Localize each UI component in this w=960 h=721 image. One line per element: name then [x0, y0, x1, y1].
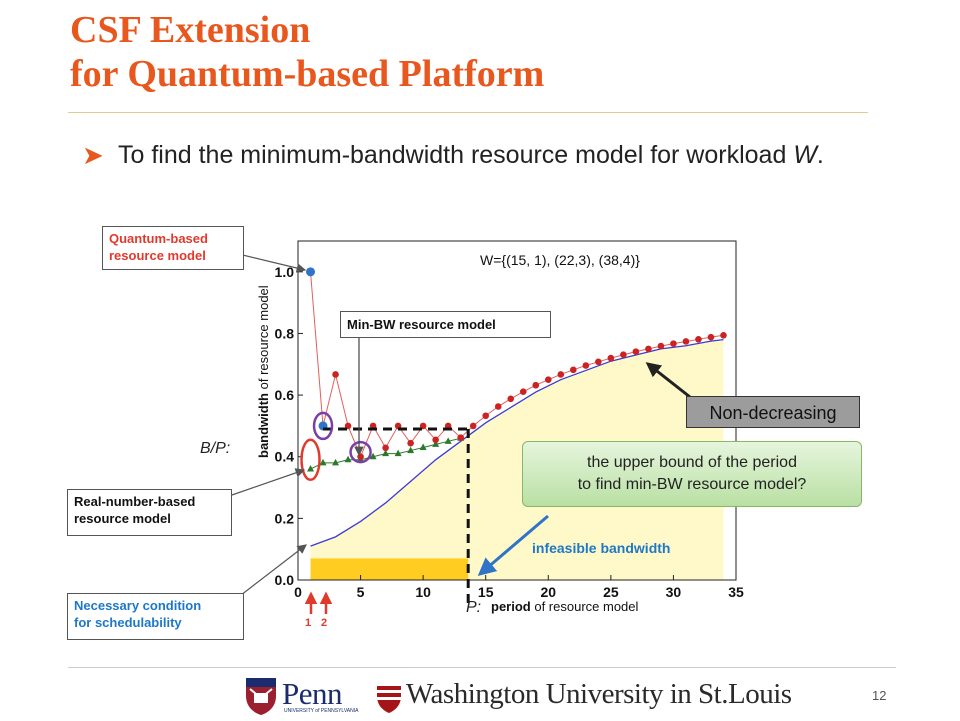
penn-logo: Penn UNIVERSITY of PENNSYLVANIA [244, 676, 364, 716]
quantum-point [519, 388, 527, 396]
slide-title-line1: CSF Extension [70, 9, 311, 51]
real-callout-arrow [231, 468, 306, 496]
x-tick-label: 5 [357, 584, 365, 600]
quantum-point [645, 345, 652, 353]
real-number-point [394, 449, 402, 457]
quantum-point [720, 332, 727, 339]
y-axis-label: bandwidth of resource model [256, 285, 271, 458]
y-tick-label: 1.0 [275, 264, 295, 280]
quantum-point [557, 371, 565, 378]
slide-title: CSF Extension for Quantum-based Platform [70, 8, 544, 96]
x-tick-label: 30 [666, 584, 682, 600]
quantum-line [310, 271, 724, 459]
quantum-point [670, 340, 677, 347]
real-number-point [332, 458, 340, 466]
x-tick-label: 0 [294, 584, 302, 600]
real-number-point [382, 449, 390, 457]
real-number-point [407, 446, 415, 454]
min-bw-callout: Min-BW resource model [340, 311, 551, 338]
quantum-point [469, 422, 477, 430]
quantum-point [657, 342, 665, 350]
y-tick-label: 0.6 [275, 387, 295, 403]
quantum-point [507, 395, 515, 403]
title-divider [68, 112, 868, 113]
penn-shield-icon [246, 678, 276, 715]
quantum-point [682, 338, 690, 345]
period-symbol-label: P: [466, 599, 482, 616]
quantum-point [707, 333, 715, 341]
quantum-point [632, 348, 640, 355]
real-start-highlight-ellipse [300, 438, 321, 482]
infeasible-bandwidth-label: infeasible bandwidth [532, 540, 671, 556]
upper-bound-arrow [477, 514, 549, 576]
quantum-point [582, 362, 590, 369]
real-number-point [344, 455, 352, 463]
min-bw-highlight-ellipse [349, 440, 372, 464]
page-number: 12 [872, 688, 887, 703]
quantum-period2-highlight-ellipse [312, 411, 334, 441]
real-number-point [369, 452, 377, 460]
quantum-point [332, 371, 339, 378]
quantum-point [570, 366, 577, 374]
necessary-condition-curve [310, 338, 724, 547]
non-decreasing-arrow [645, 362, 691, 399]
bullet-point: ➤ To find the minimum-bandwidth resource… [82, 138, 842, 172]
x-tick-label: 15 [478, 584, 494, 600]
quantum-point [382, 444, 389, 452]
y-tick-label: 0.0 [275, 572, 295, 588]
bullet-text: To find the minimum-bandwidth resource m… [118, 141, 824, 169]
real-number-point [432, 440, 440, 447]
necessary-callout-arrow [231, 544, 307, 603]
washu-shield-icon [377, 678, 401, 713]
tick-annotation-1: 1 [305, 617, 312, 629]
quantum-point [432, 436, 439, 444]
x-tick-label: 25 [603, 584, 619, 600]
quantum-point [544, 376, 552, 383]
quantum-point [620, 351, 627, 359]
infeasible-band [310, 558, 469, 580]
real-number-point [307, 465, 315, 472]
tick-annotation-2: 2 [321, 617, 328, 629]
quantum-point [695, 336, 702, 343]
washu-wordmark: Washington University in St.Louis [406, 678, 792, 710]
washu-logo: Washington University in St.Louis [376, 676, 792, 716]
x-tick-label: 10 [415, 584, 431, 600]
y-tick-label: 0.8 [275, 325, 295, 341]
real-number-point [419, 443, 427, 450]
bandwidth-period-label: B/P: [200, 440, 231, 457]
quantum-point [357, 453, 364, 461]
quantum-highlight-point [306, 267, 316, 277]
non-decreasing-callout: Non-decreasing [686, 396, 860, 428]
quantum-point [532, 381, 540, 389]
feasible-region-fill [310, 339, 724, 580]
quantum-point [607, 354, 615, 362]
x-tick-label: 35 [728, 584, 744, 600]
footer-divider [68, 667, 896, 668]
x-axis-label: period of resource model [491, 599, 639, 614]
workload-formula: W={(15, 1), (22,3), (38,4)} [480, 252, 640, 268]
penn-wordmark: Penn [282, 676, 343, 711]
quantum-point [494, 403, 502, 410]
quantum-point [482, 412, 490, 420]
quantum-point [457, 434, 464, 441]
real-number-point [319, 458, 327, 466]
slide-title-line2: for Quantum-based Platform [70, 53, 545, 95]
bullet-workload-symbol: W [793, 141, 817, 169]
penn-subtitle: UNIVERSITY of PENNSYLVANIA [284, 708, 359, 714]
quantum-point [407, 439, 414, 447]
x-tick-label: 20 [540, 584, 556, 600]
y-tick-label: 0.4 [275, 449, 295, 465]
quantum-point [595, 358, 602, 366]
y-tick-label: 0.2 [275, 510, 295, 526]
arrow-bullet-icon: ➤ [82, 140, 104, 170]
real-number-point [444, 437, 452, 444]
